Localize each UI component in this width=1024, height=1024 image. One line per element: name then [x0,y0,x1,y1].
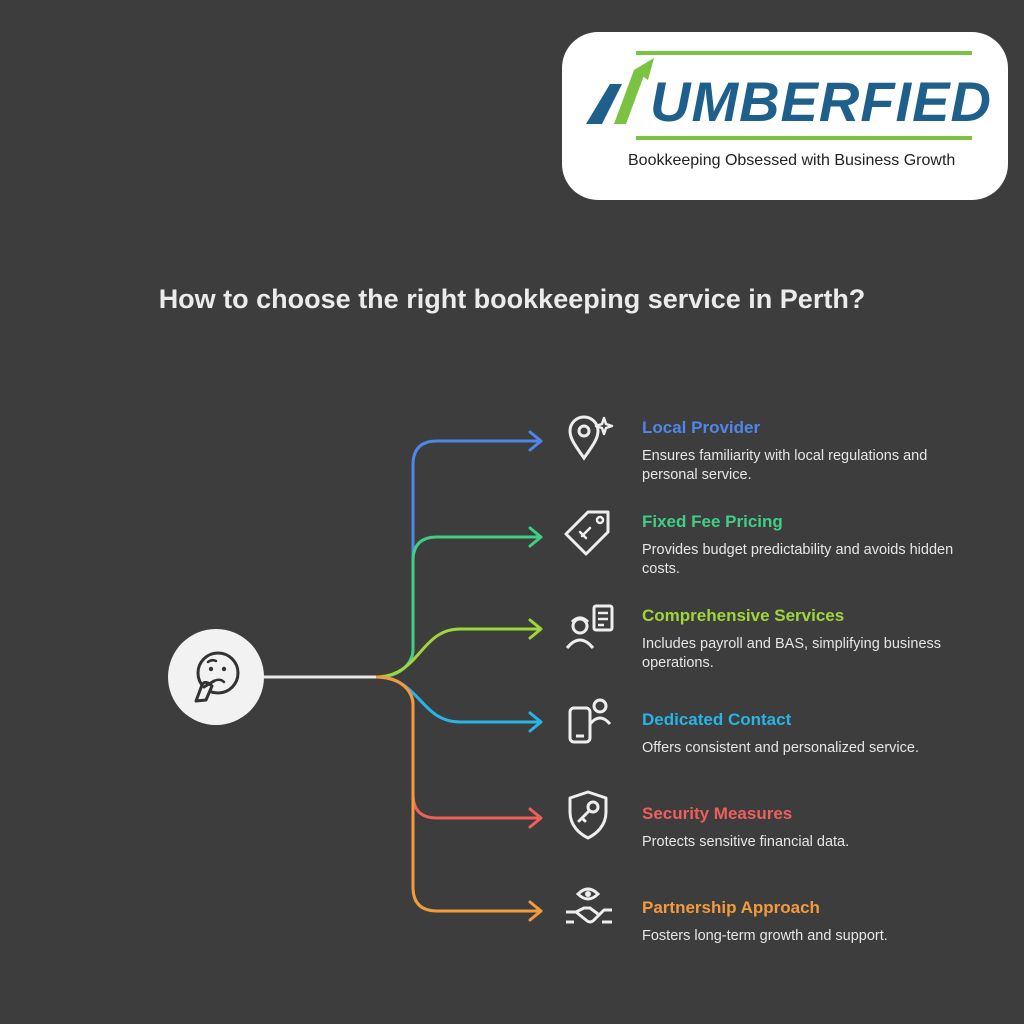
item-title: Dedicated Contact [642,710,792,729]
item-description: Offers consistent and personalized servi… [642,740,919,756]
logo-card [562,32,1008,200]
arrow-head [528,807,543,829]
logo-arrow-head [634,58,654,80]
branch-line [375,535,540,679]
item-title: Partnership Approach [642,898,820,917]
thinking-face-icon [194,651,240,703]
logo-wordmark: UMBERFIED [650,70,992,133]
item-description: Protects sensitive financial data. [642,834,850,850]
location-pin-sparkle-icon [562,412,618,473]
item-description: Ensures familiarity with local regulatio… [642,448,928,483]
worker-clipboard-icon [562,600,618,661]
branch-line [375,439,540,679]
arrow-head [528,711,543,733]
arrow-head [528,900,543,922]
item-title: Security Measures [642,804,793,823]
branch-line [375,675,540,820]
shield-key-icon [562,788,618,849]
logo-graphic [586,51,972,140]
center-node [168,629,264,725]
price-tag-icon [562,506,618,567]
page-title: How to choose the right bookkeeping serv… [158,284,866,314]
item-description: Includes payroll and BAS, simplifying bu… [642,636,942,671]
logo-n-arrow [614,70,646,124]
handshake-eye-icon [562,882,618,943]
item-description: Provides budget predictability and avoid… [642,542,954,577]
item-title: Comprehensive Services [642,606,845,625]
logo-tagline: Bookkeeping Obsessed with Business Growt… [628,152,956,169]
arrow-head [528,526,543,548]
item-description: Fosters long-term growth and support. [642,928,888,944]
item-title: Fixed Fee Pricing [642,512,783,531]
arrow-head [528,618,543,640]
arrow-head [528,430,543,452]
logo-n-left [586,84,622,124]
branch-line [375,627,540,679]
branch-line [375,675,540,913]
phone-person-icon [562,694,618,755]
item-title: Local Provider [642,418,761,437]
